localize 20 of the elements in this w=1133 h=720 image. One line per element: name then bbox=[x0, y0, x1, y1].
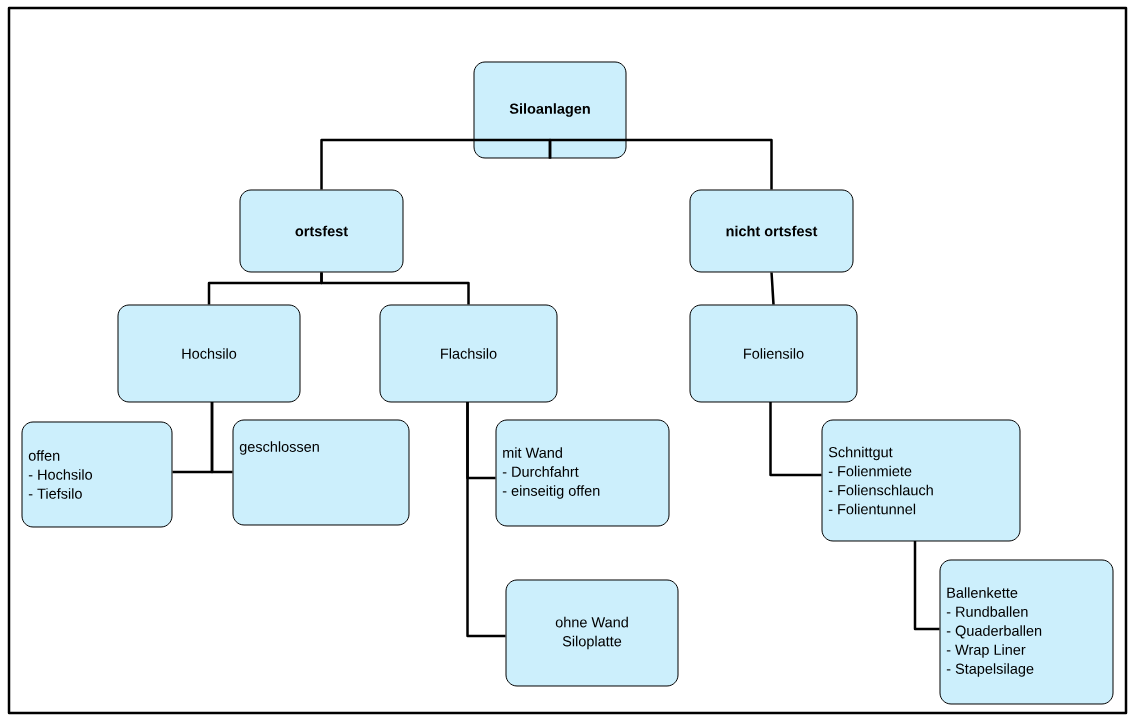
category-box: nicht ortsfest bbox=[689, 189, 854, 273]
connector-line bbox=[320, 138, 552, 190]
connector-line bbox=[769, 402, 822, 477]
category-box: Schnittgut - Folienmiete - Folienschlauch - Folientunnel bbox=[821, 419, 1021, 542]
connector-line bbox=[320, 272, 470, 305]
connector-line bbox=[548, 138, 773, 190]
category-box: Foliensilo bbox=[689, 304, 858, 403]
connector-line bbox=[913, 541, 940, 631]
connector-line bbox=[210, 402, 233, 474]
category-box: ohne Wand Siloplatte bbox=[505, 579, 679, 687]
category-box: geschlossen bbox=[232, 419, 410, 526]
category-box: mit Wand - Durchfahrt - einseitig offen bbox=[495, 419, 670, 527]
category-box: offen - Hochsilo - Tiefsilo bbox=[21, 421, 173, 528]
category-box: Hochsilo bbox=[117, 304, 301, 403]
category-box: Siloanlagen bbox=[473, 61, 627, 159]
category-box: Ballenkette - Rundballen - Quaderballen - Wrap Liner - Stapelsilage bbox=[939, 559, 1114, 705]
connector-line bbox=[770, 272, 775, 305]
category-box: ortsfest bbox=[239, 189, 404, 273]
category-box: Flachsilo bbox=[379, 304, 558, 403]
connector-line bbox=[466, 402, 506, 638]
